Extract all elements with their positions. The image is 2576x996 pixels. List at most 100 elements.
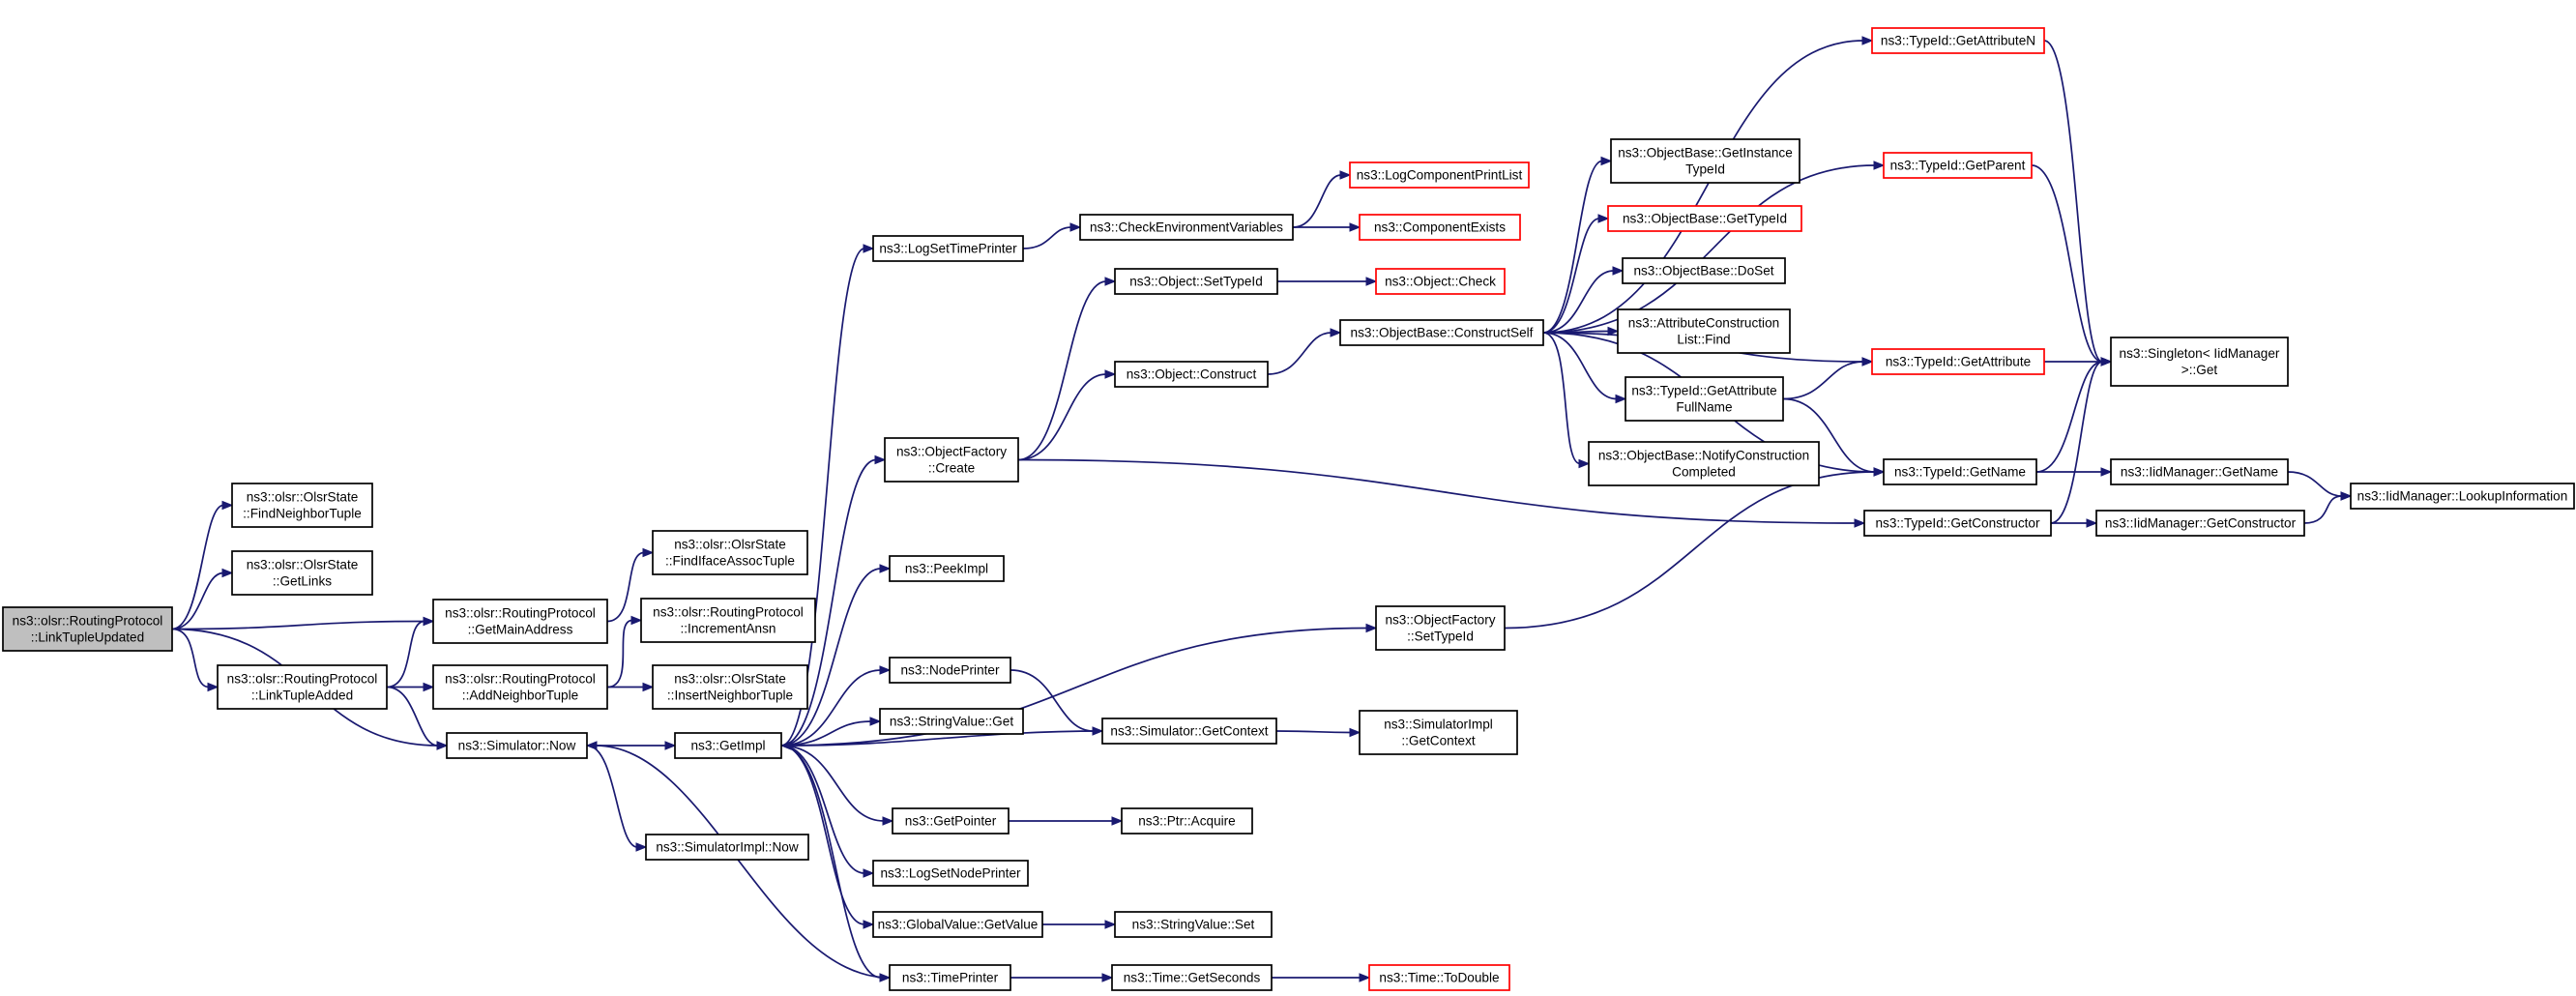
node-label: ::AddNeighborTuple xyxy=(462,688,578,703)
node-olsr-olsrstate-findifaceassoctuple[interactable]: ns3::olsr::OlsrState::FindIfaceAssocTupl… xyxy=(652,530,808,575)
node-checkenvironmentvariables[interactable]: ns3::CheckEnvironmentVariables xyxy=(1079,214,1294,241)
node-time-todouble[interactable]: ns3::Time::ToDouble xyxy=(1368,964,1510,991)
edge-line xyxy=(780,627,1368,747)
edge-arrowhead xyxy=(1111,816,1124,826)
edge-n48-n49 xyxy=(2303,491,2353,524)
edge-n7-n9 xyxy=(607,682,655,692)
node-label: ns3::TypeId::GetAttribute xyxy=(1886,355,2031,369)
node-label: ns3::olsr::OlsrState xyxy=(247,490,359,505)
node-label: ::LinkTupleAdded xyxy=(251,688,353,703)
node-olsr-olsrstate-insertneighbortuple[interactable]: ns3::olsr::OlsrState::InsertNeighborTupl… xyxy=(652,664,808,710)
node-olsr-olsrstate-findneighbortuple[interactable]: ns3::olsr::OlsrState::FindNeighborTuple xyxy=(231,483,373,528)
edge-arrowhead xyxy=(1873,161,1886,170)
node-typeid-getconstructor[interactable]: ns3::TypeId::GetConstructor xyxy=(1863,510,2052,537)
node-logcomponentprintlist[interactable]: ns3::LogComponentPrintList xyxy=(1349,161,1530,189)
node-getpointer[interactable]: ns3::GetPointer xyxy=(892,807,1010,835)
edge-arrowhead xyxy=(2086,518,2098,528)
edge-arrowhead xyxy=(221,500,234,511)
node-objectbase-doset[interactable]: ns3::ObjectBase::DoSet xyxy=(1622,257,1786,284)
node-box xyxy=(2,606,173,652)
node-typeid-getparent[interactable]: ns3::TypeId::GetParent xyxy=(1883,152,2033,179)
node-label: ::Create xyxy=(928,461,975,476)
node-object-check[interactable]: ns3::Object::Check xyxy=(1375,268,1506,295)
node-iidmanager-lookupinformation[interactable]: ns3::IidManager::LookupInformation xyxy=(2350,483,2575,510)
node-ptr-acquire[interactable]: ns3::Ptr::Acquire xyxy=(1121,807,1253,835)
edge-line xyxy=(171,628,210,688)
node-peekimpl[interactable]: ns3::PeekImpl xyxy=(889,555,1005,582)
node-getimpl[interactable]: ns3::GetImpl xyxy=(674,732,782,759)
node-olsr-routingprotocol-getmainaddress[interactable]: ns3::olsr::RoutingProtocol::GetMainAddre… xyxy=(432,599,608,644)
node-olsr-olsrstate-getlinks[interactable]: ns3::olsr::OlsrState::GetLinks xyxy=(231,550,373,596)
node-typeid-getattributen[interactable]: ns3::TypeId::GetAttributeN xyxy=(1871,27,2045,54)
node-objectbase-gettypeid[interactable]: ns3::ObjectBase::GetTypeId xyxy=(1607,205,1802,232)
node-simulatorimpl-now[interactable]: ns3::SimulatorImpl::Now xyxy=(645,834,809,861)
edge-arrowhead xyxy=(879,564,892,573)
node-label: ns3::TypeId::GetConstructor xyxy=(1875,516,2039,531)
node-box xyxy=(1111,964,1273,991)
edge-line xyxy=(1017,280,1107,461)
node-olsr-routingprotocol-incrementansn[interactable]: ns3::olsr::RoutingProtocol::IncrementAns… xyxy=(640,598,816,643)
edge-n10-n18 xyxy=(780,745,875,878)
node-object-construct[interactable]: ns3::Object::Construct xyxy=(1114,361,1269,388)
node-timeprinter[interactable]: ns3::TimePrinter xyxy=(889,964,1011,991)
node-label: ns3::olsr::OlsrState xyxy=(674,672,786,687)
node-objectfactory-settypeid[interactable]: ns3::ObjectFactory::SetTypeId xyxy=(1375,605,1506,651)
node-box xyxy=(2350,483,2575,510)
edge-n32-n36 xyxy=(1542,214,1610,334)
node-stringvalue-get[interactable]: ns3::StringValue::Get xyxy=(879,708,1024,735)
node-objectbase-constructself[interactable]: ns3::ObjectBase::ConstructSelf xyxy=(1339,319,1544,346)
node-time-getseconds[interactable]: ns3::Time::GetSeconds xyxy=(1111,964,1273,991)
node-label: List::Find xyxy=(1677,333,1730,347)
node-olsr-routingprotocol-linktupleadded[interactable]: ns3::olsr::RoutingProtocol::LinkTupleAdd… xyxy=(217,664,388,710)
edge-n32-n40 xyxy=(1542,332,1591,469)
node-nodeprinter[interactable]: ns3::NodePrinter xyxy=(889,657,1011,684)
node-objectbase-notifyconstructioncompleted[interactable]: ns3::ObjectBase::NotifyConstructionCompl… xyxy=(1588,441,1820,486)
node-globalvalue-getvalue[interactable]: ns3::GlobalValue::GetValue xyxy=(872,911,1043,938)
edge-line xyxy=(1542,218,1600,334)
node-stringvalue-set[interactable]: ns3::StringValue::Set xyxy=(1114,911,1273,938)
node-simulator-getcontext[interactable]: ns3::Simulator::GetContext xyxy=(1101,718,1277,745)
edge-n5-n11 xyxy=(586,745,648,852)
node-typeid-getattribute[interactable]: ns3::TypeId::GetAttribute xyxy=(1871,348,2045,375)
node-label: ns3::olsr::RoutingProtocol xyxy=(445,672,596,687)
node-iidmanager-getname[interactable]: ns3::IidManager::GetName xyxy=(2110,458,2289,485)
node-box xyxy=(879,708,1024,735)
edge-arrowhead xyxy=(207,682,220,692)
node-logsettimeprinter[interactable]: ns3::LogSetTimePrinter xyxy=(872,235,1024,262)
edge-n13-n42 xyxy=(1017,458,1866,528)
edge-line xyxy=(1782,397,1876,473)
node-label: ns3::GlobalValue::GetValue xyxy=(878,918,1039,932)
node-olsr-routingprotocol-linktupleupdated[interactable]: ns3::olsr::RoutingProtocol::LinkTupleUpd… xyxy=(2,606,173,652)
edge-line xyxy=(780,458,877,747)
edge-n15-n25 xyxy=(1010,669,1104,736)
node-object-settypeid[interactable]: ns3::Object::SetTypeId xyxy=(1114,268,1278,295)
node-olsr-routingprotocol-addneighbortuple[interactable]: ns3::olsr::RoutingProtocol::AddNeighborT… xyxy=(432,664,608,710)
node-simulator-now[interactable]: ns3::Simulator::Now xyxy=(446,732,588,759)
node-logsetnodeprinter[interactable]: ns3::LogSetNodePrinter xyxy=(872,860,1029,887)
edge-line xyxy=(780,669,882,747)
node-singleton-iidmanager-get[interactable]: ns3::Singleton< IidManager >::Get xyxy=(2110,337,2289,387)
edge-line xyxy=(780,745,885,822)
node-iidmanager-getconstructor[interactable]: ns3::IidManager::GetConstructor xyxy=(2095,510,2305,537)
node-label: ns3::TypeId::GetName xyxy=(1894,465,2026,480)
node-label: ns3::LogSetTimePrinter xyxy=(879,242,1017,256)
edge-arrowhead xyxy=(1365,623,1378,633)
edge-line xyxy=(1504,471,1876,630)
node-componentexists[interactable]: ns3::ComponentExists xyxy=(1359,214,1521,241)
edge-n13-n23 xyxy=(1017,369,1117,461)
edge-arrowhead xyxy=(642,682,655,692)
edge-n24-n41 xyxy=(1504,467,1886,630)
edge-arrowhead xyxy=(779,741,792,750)
node-label: ns3::StringValue::Get xyxy=(890,715,1013,729)
edge-arrowhead xyxy=(630,615,643,626)
node-typeid-getname[interactable]: ns3::TypeId::GetName xyxy=(1883,458,2037,485)
edge-n20-n28 xyxy=(1010,973,1114,982)
node-box xyxy=(217,664,388,710)
node-objectfactory-create[interactable]: ns3::ObjectFactory::Create xyxy=(884,437,1019,483)
node-simulatorimpl-getcontext[interactable]: ns3::SimulatorImpl::GetContext xyxy=(1359,710,1518,755)
edge-line xyxy=(1292,174,1342,228)
edge-n25-n10 xyxy=(779,730,1103,750)
